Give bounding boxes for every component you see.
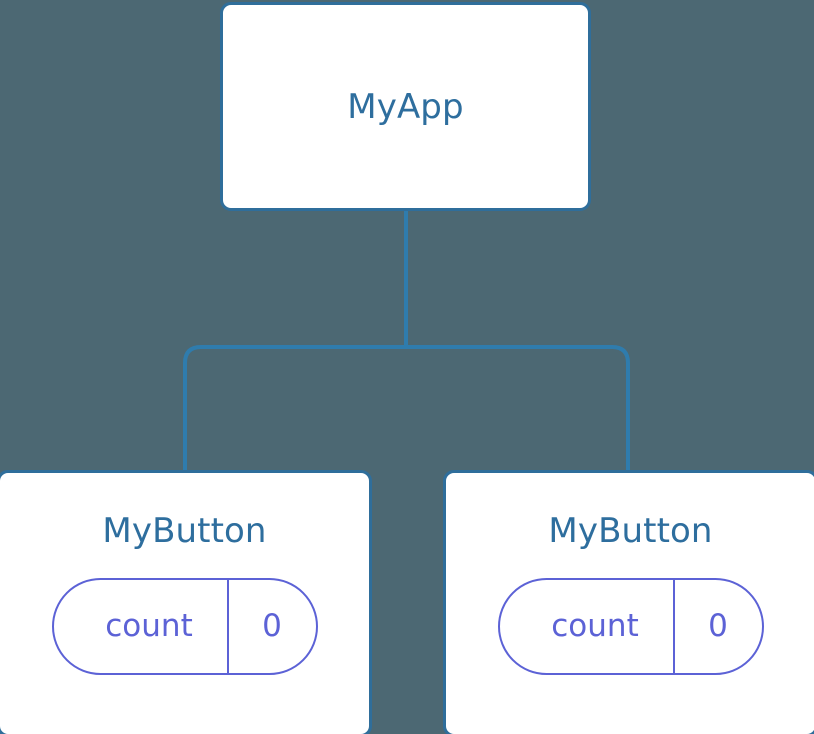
state-pill-2-key: count (551, 608, 639, 644)
state-pill-1-divider (226, 580, 229, 673)
state-pill-2-divider (672, 580, 675, 673)
node-myapp[interactable]: MyApp (220, 2, 591, 211)
state-pill-1[interactable]: count 0 (51, 578, 318, 675)
node-mybutton-1[interactable]: MyButton count 0 (0, 470, 372, 734)
node-myapp-label: MyApp (347, 86, 464, 127)
node-mybutton-2[interactable]: MyButton count 0 (443, 470, 814, 734)
state-pill-1-key: count (105, 608, 193, 644)
state-pill-2[interactable]: count 0 (497, 578, 764, 675)
node-mybutton-2-label: MyButton (548, 511, 713, 551)
node-mybutton-1-label: MyButton (102, 511, 267, 551)
state-pill-1-value: 0 (262, 608, 282, 644)
state-pill-2-value: 0 (708, 608, 728, 644)
edge-branch-left (183, 345, 406, 473)
edge-branch-right (406, 345, 630, 473)
